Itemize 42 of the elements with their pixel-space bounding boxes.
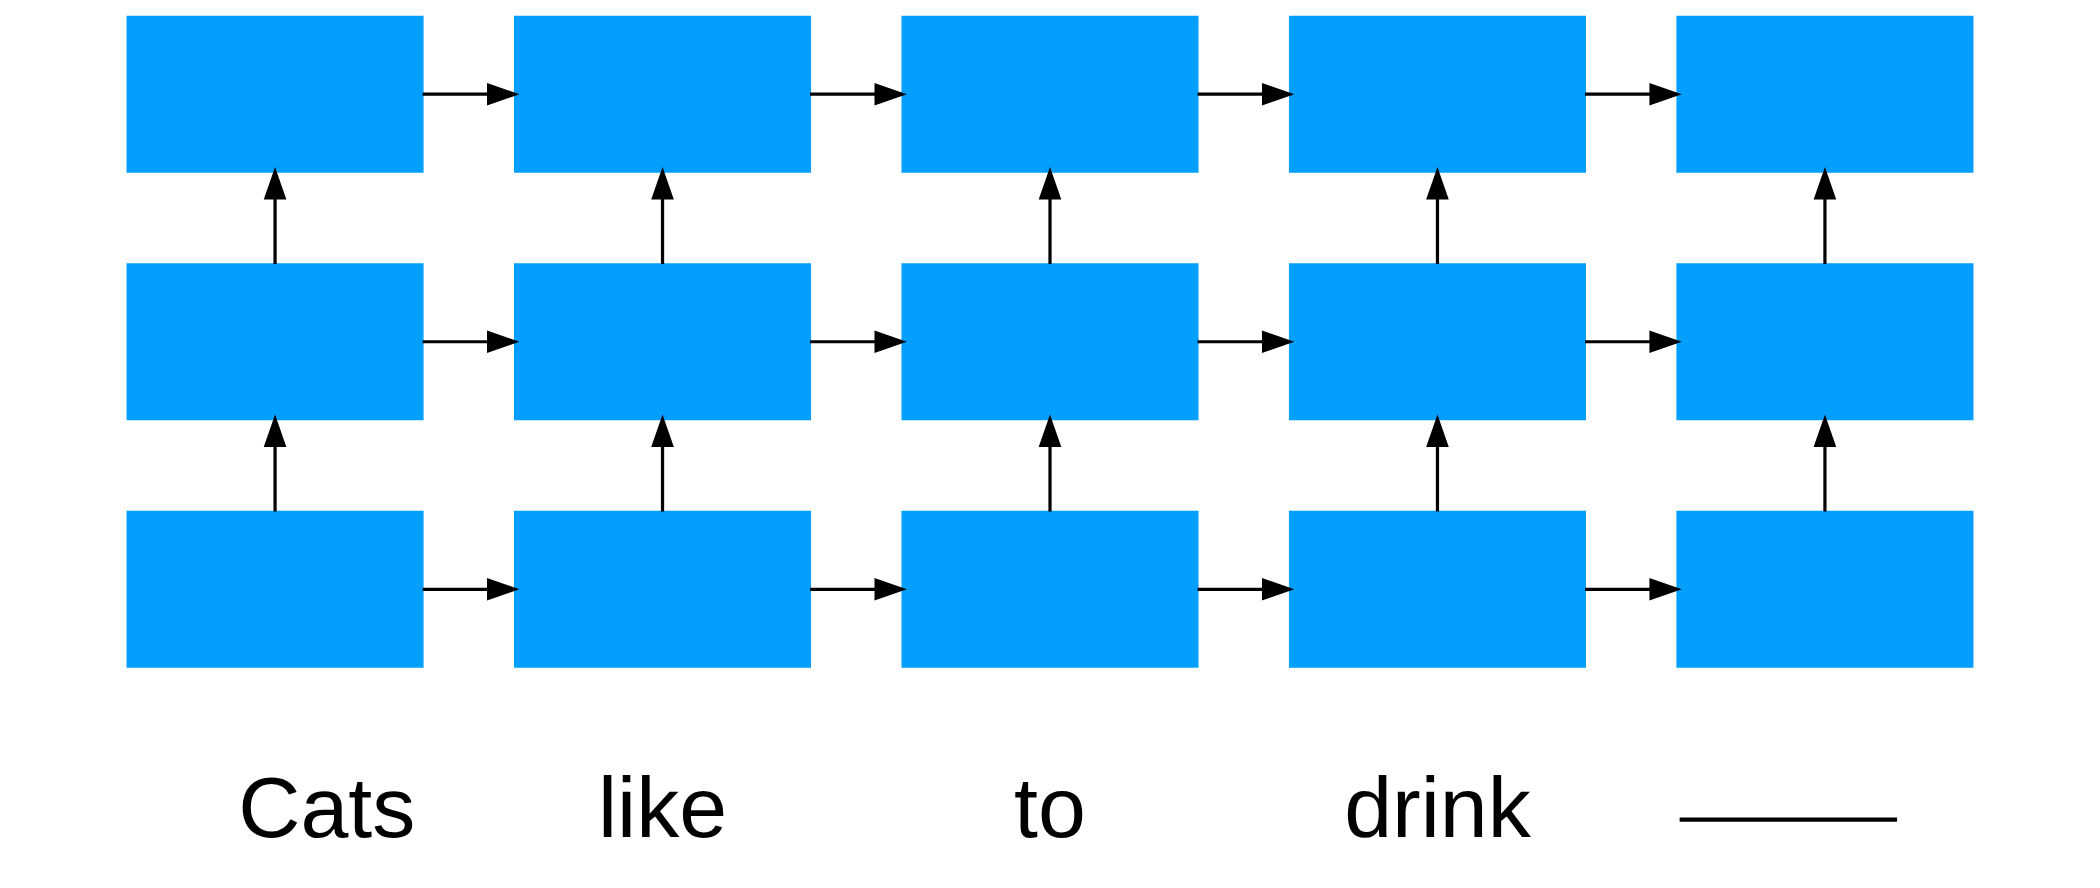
arrow — [1426, 414, 1449, 512]
arrow — [422, 578, 520, 601]
node-box — [126, 510, 424, 668]
arrow — [810, 82, 907, 106]
node-box — [514, 15, 812, 173]
arrow — [810, 578, 907, 601]
node-box — [901, 15, 1199, 173]
label: drink — [1344, 758, 1531, 855]
node-box — [901, 510, 1199, 668]
arrow — [1585, 330, 1682, 354]
arrow — [651, 414, 674, 512]
node-box — [126, 15, 424, 173]
node-box — [126, 263, 424, 421]
arrow — [1426, 167, 1449, 264]
node-box — [1676, 15, 1974, 173]
node-line — [1679, 817, 1898, 822]
arrow — [1813, 414, 1837, 512]
arrow — [1585, 578, 1682, 601]
node-box — [514, 263, 812, 421]
arrow — [651, 167, 674, 264]
arrow — [422, 330, 520, 354]
label: like — [597, 758, 728, 855]
arrow — [1197, 578, 1295, 601]
arrow — [1038, 167, 1062, 264]
arrow — [263, 414, 287, 512]
node-box — [1288, 510, 1586, 668]
node-box — [901, 263, 1199, 421]
node-box — [1288, 15, 1586, 173]
arrow — [1813, 167, 1837, 264]
label: Cats — [238, 758, 416, 855]
node-box — [1288, 263, 1586, 421]
arrow — [810, 330, 907, 354]
node-box — [1676, 510, 1974, 668]
label: to — [1014, 758, 1086, 855]
node-box — [514, 510, 812, 668]
arrow — [1585, 82, 1682, 106]
node-box — [1676, 263, 1974, 421]
arrow — [1038, 414, 1062, 512]
arrow — [1197, 82, 1295, 106]
arrow — [1197, 330, 1295, 354]
arrow — [422, 82, 520, 106]
arrow — [263, 167, 287, 264]
